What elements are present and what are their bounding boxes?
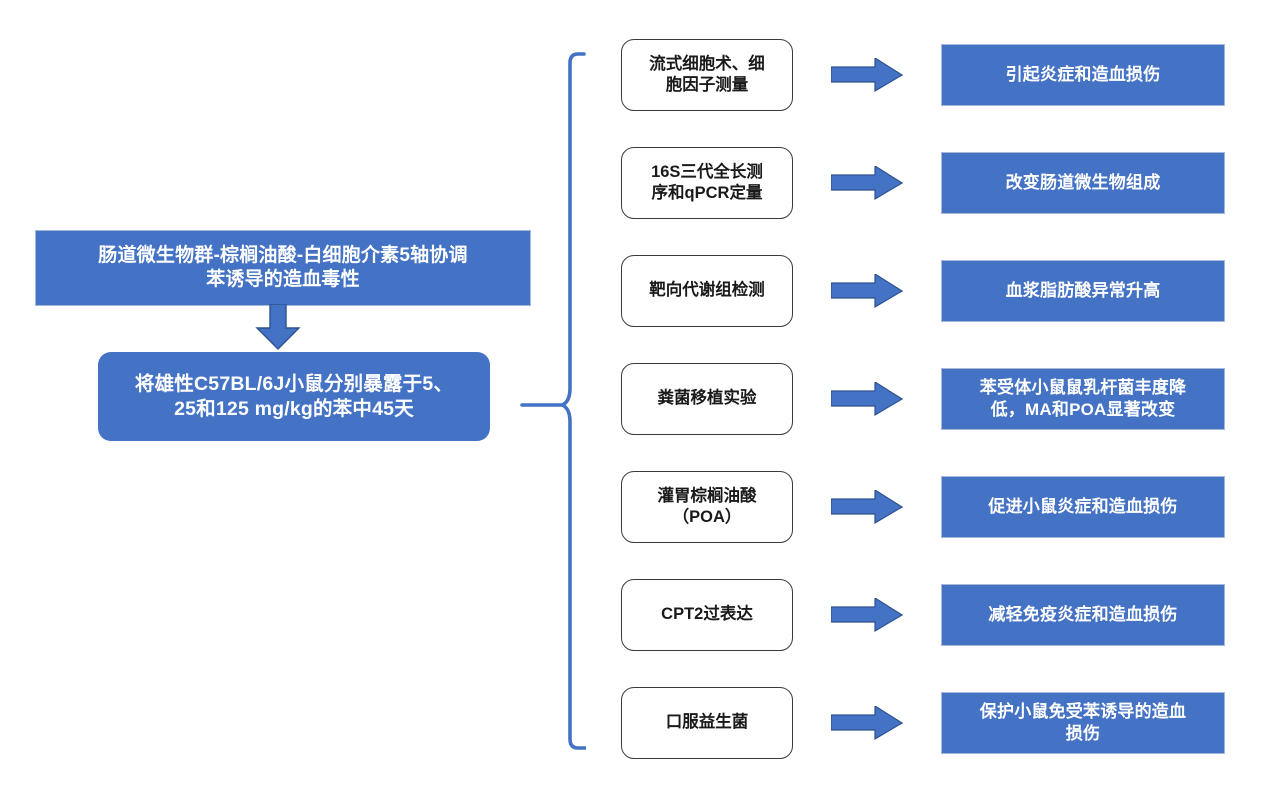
result-box-5: 促进小鼠炎症和造血损伤 xyxy=(941,476,1225,538)
method-box-7[interactable]: 口服益生菌 xyxy=(621,687,793,759)
result-box-2: 改变肠道微生物组成 xyxy=(941,152,1225,214)
right-arrow-icon-5 xyxy=(830,488,904,525)
curly-brace-connector xyxy=(516,50,594,760)
result-box-1: 引起炎症和造血损伤 xyxy=(941,44,1225,106)
right-arrow-icon-6 xyxy=(830,596,904,633)
right-arrow-icon-3 xyxy=(830,272,904,309)
result-box-7: 保护小鼠免受苯诱导的造血 损伤 xyxy=(941,692,1225,754)
right-arrow-icon-7 xyxy=(830,704,904,741)
method-box-3[interactable]: 靶向代谢组检测 xyxy=(621,255,793,327)
method-box-2[interactable]: 16S三代全长测 序和qPCR定量 xyxy=(621,147,793,219)
right-arrow-icon-2 xyxy=(830,164,904,201)
down-arrow-icon xyxy=(254,303,302,350)
method-box-4[interactable]: 粪菌移植实验 xyxy=(621,363,793,435)
method-box-5[interactable]: 灌胃棕榈油酸 （POA） xyxy=(621,471,793,543)
method-box-6[interactable]: CPT2过表达 xyxy=(621,579,793,651)
exposure-box: 将雄性C57BL/6J小鼠分别暴露于5、 25和125 mg/kg的苯中45天 xyxy=(98,352,490,441)
method-box-1[interactable]: 流式细胞术、细 胞因子测量 xyxy=(621,39,793,111)
right-arrow-icon-1 xyxy=(830,56,904,93)
result-box-4: 苯受体小鼠鼠乳杆菌丰度降 低，MA和POA显著改变 xyxy=(941,368,1225,430)
right-arrow-icon-4 xyxy=(830,380,904,417)
title-box: 肠道微生物群-棕榈油酸-白细胞介素5轴协调 苯诱导的造血毒性 xyxy=(35,230,531,306)
result-box-6: 减轻免疫炎症和造血损伤 xyxy=(941,584,1225,646)
result-box-3: 血浆脂肪酸异常升高 xyxy=(941,260,1225,322)
